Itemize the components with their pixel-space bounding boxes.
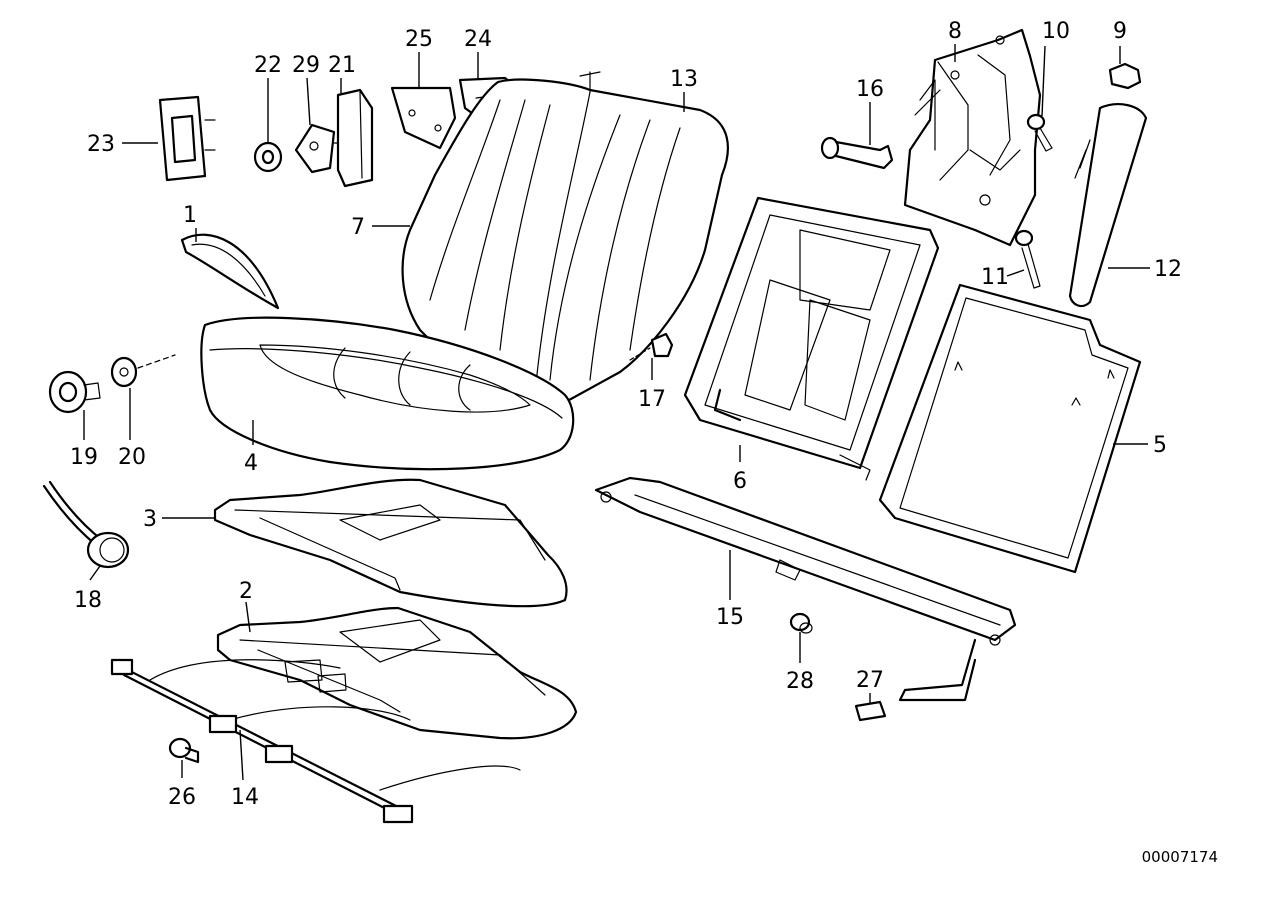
callout-21: 21	[328, 53, 356, 78]
leader-lines	[83, 44, 1150, 781]
callout-17: 17	[638, 387, 666, 412]
part-10-screw	[1026, 113, 1053, 152]
callout-14: 14	[231, 785, 259, 810]
part-21-side-trim	[336, 88, 374, 188]
part-26-bolt	[168, 737, 200, 764]
callout-7: 7	[351, 215, 365, 240]
part-15-crossmember	[594, 476, 1017, 702]
callout-8: 8	[948, 19, 962, 44]
callout-11: 11	[981, 265, 1009, 290]
callout-28: 28	[786, 669, 814, 694]
callout-18: 18	[74, 588, 102, 613]
part-7-13-backrest	[401, 71, 729, 410]
part-19-grommet	[48, 370, 101, 414]
callout-15: 15	[716, 605, 744, 630]
part-14-wire-frame	[110, 658, 521, 824]
callout-9: 9	[1113, 19, 1127, 44]
part-12-cover	[1068, 103, 1148, 308]
callout-16: 16	[856, 77, 884, 102]
part-29-bracket	[294, 123, 349, 174]
callout-10: 10	[1042, 19, 1070, 44]
part-27-pad	[854, 700, 887, 722]
callout-12: 12	[1154, 257, 1182, 282]
part-22-clip-nut	[253, 141, 283, 173]
part-9-screw	[1108, 62, 1142, 90]
part-20-clip	[110, 354, 176, 388]
callout-29: 29	[292, 53, 320, 78]
part-3-seat-tray	[213, 478, 568, 608]
part-16-bolt	[820, 136, 894, 170]
callout-6: 6	[733, 469, 747, 494]
part-4-seat-cushion	[200, 316, 575, 471]
part-5-rear-panel	[878, 283, 1142, 574]
callout-20: 20	[118, 445, 146, 470]
part-18-plug	[42, 480, 130, 569]
callout-2: 2	[239, 579, 253, 604]
callout-22: 22	[254, 53, 282, 78]
callout-27: 27	[856, 668, 884, 693]
part-25-cover-plate	[390, 86, 457, 150]
part-8-hinge-lock	[903, 28, 1042, 247]
callout-5: 5	[1153, 433, 1167, 458]
callout-24: 24	[464, 27, 492, 52]
part-2-seat-base	[216, 606, 578, 740]
callout-26: 26	[168, 785, 196, 810]
callout-23: 23	[87, 132, 115, 157]
part-1-padding-strip	[180, 233, 280, 310]
part-17-nut	[629, 332, 674, 361]
callout-4: 4	[244, 451, 258, 476]
callout-19: 19	[70, 445, 98, 470]
callout-13: 13	[670, 67, 698, 92]
part-28-rivet	[789, 612, 813, 634]
diagram-reference-number: 00007174	[1142, 848, 1218, 866]
part-11-screw	[1014, 229, 1041, 289]
part-23-handle-trim	[158, 95, 216, 182]
callout-3: 3	[143, 507, 157, 532]
part-6-backrest-frame	[683, 196, 940, 481]
callout-1: 1	[183, 203, 197, 228]
callout-25: 25	[405, 27, 433, 52]
